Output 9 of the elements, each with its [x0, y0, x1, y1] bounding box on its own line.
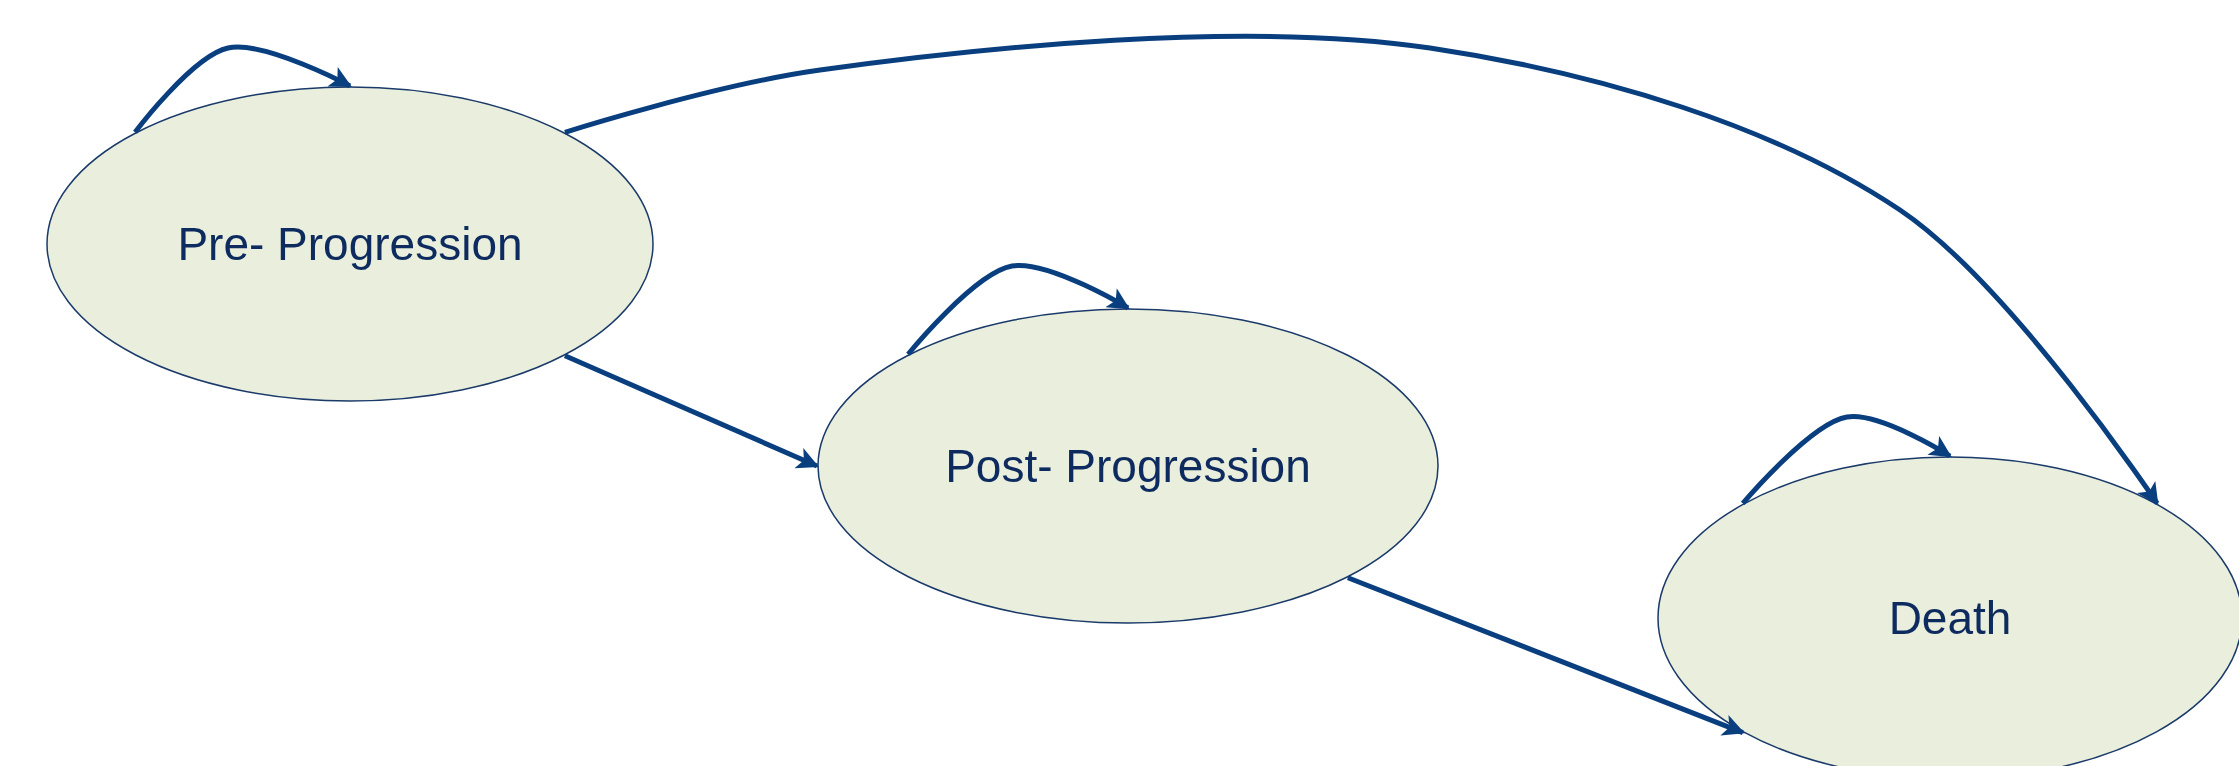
arrow: [133, 44, 352, 134]
arrow: [1347, 575, 1745, 736]
arrow: [563, 353, 819, 469]
state-label: Post- Progression: [944, 439, 1312, 493]
arrow: [1740, 414, 1952, 506]
state-label: Death: [1887, 591, 2013, 645]
arrow: [564, 33, 2160, 506]
state-label: Pre- Progression: [176, 217, 524, 271]
arrow: [906, 263, 1130, 356]
